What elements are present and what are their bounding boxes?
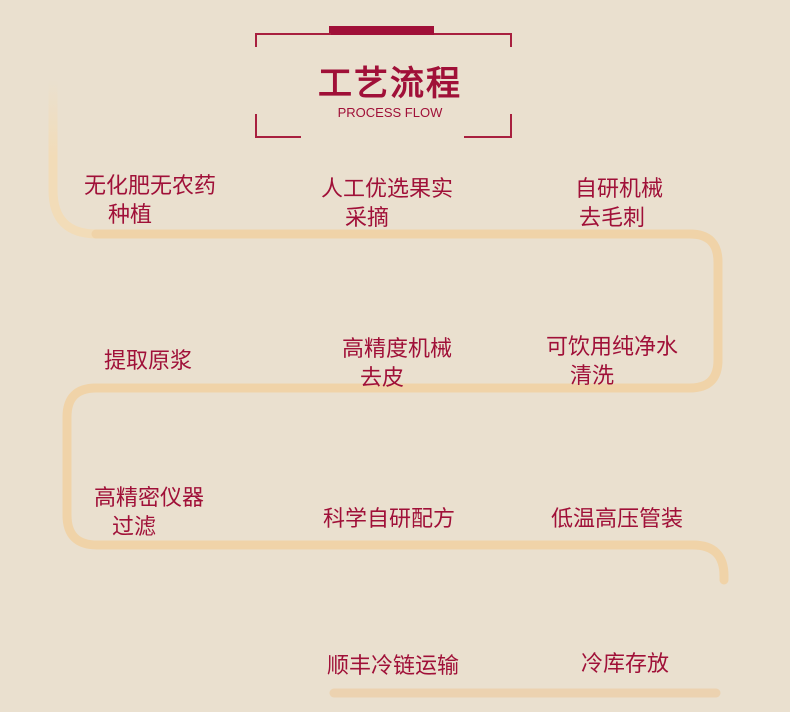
frame-corner-tl <box>255 33 331 47</box>
step-peeling: 高精度机械去皮 <box>342 337 453 391</box>
step-cold-chain: 顺丰冷链运输 <box>327 654 460 679</box>
frame-corner-br <box>464 114 512 138</box>
step-filtering: 高精密仪器过滤 <box>94 486 205 540</box>
frame-corner-tr <box>434 33 512 47</box>
page-subtitle: PROCESS FLOW <box>337 105 443 120</box>
step-deburring: 自研机械去毛刺 <box>575 177 664 231</box>
path-segment-top <box>48 80 98 239</box>
page-title: 工艺流程 <box>318 64 462 104</box>
step-packaging: 低温高压管装 <box>551 507 684 532</box>
frame-corner-bl <box>255 114 301 138</box>
step-washing: 可饮用纯净水清洗 <box>546 335 679 389</box>
step-cold-storage: 冷库存放 <box>581 652 670 677</box>
step-picking: 人工优选果实采摘 <box>321 177 454 231</box>
step-formula: 科学自研配方 <box>323 507 456 532</box>
step-extract-pulp: 提取原浆 <box>104 349 193 374</box>
step-planting: 无化肥无农药种植 <box>84 174 217 228</box>
header-accent-bar <box>329 26 434 35</box>
path-segment-main <box>62 229 729 585</box>
